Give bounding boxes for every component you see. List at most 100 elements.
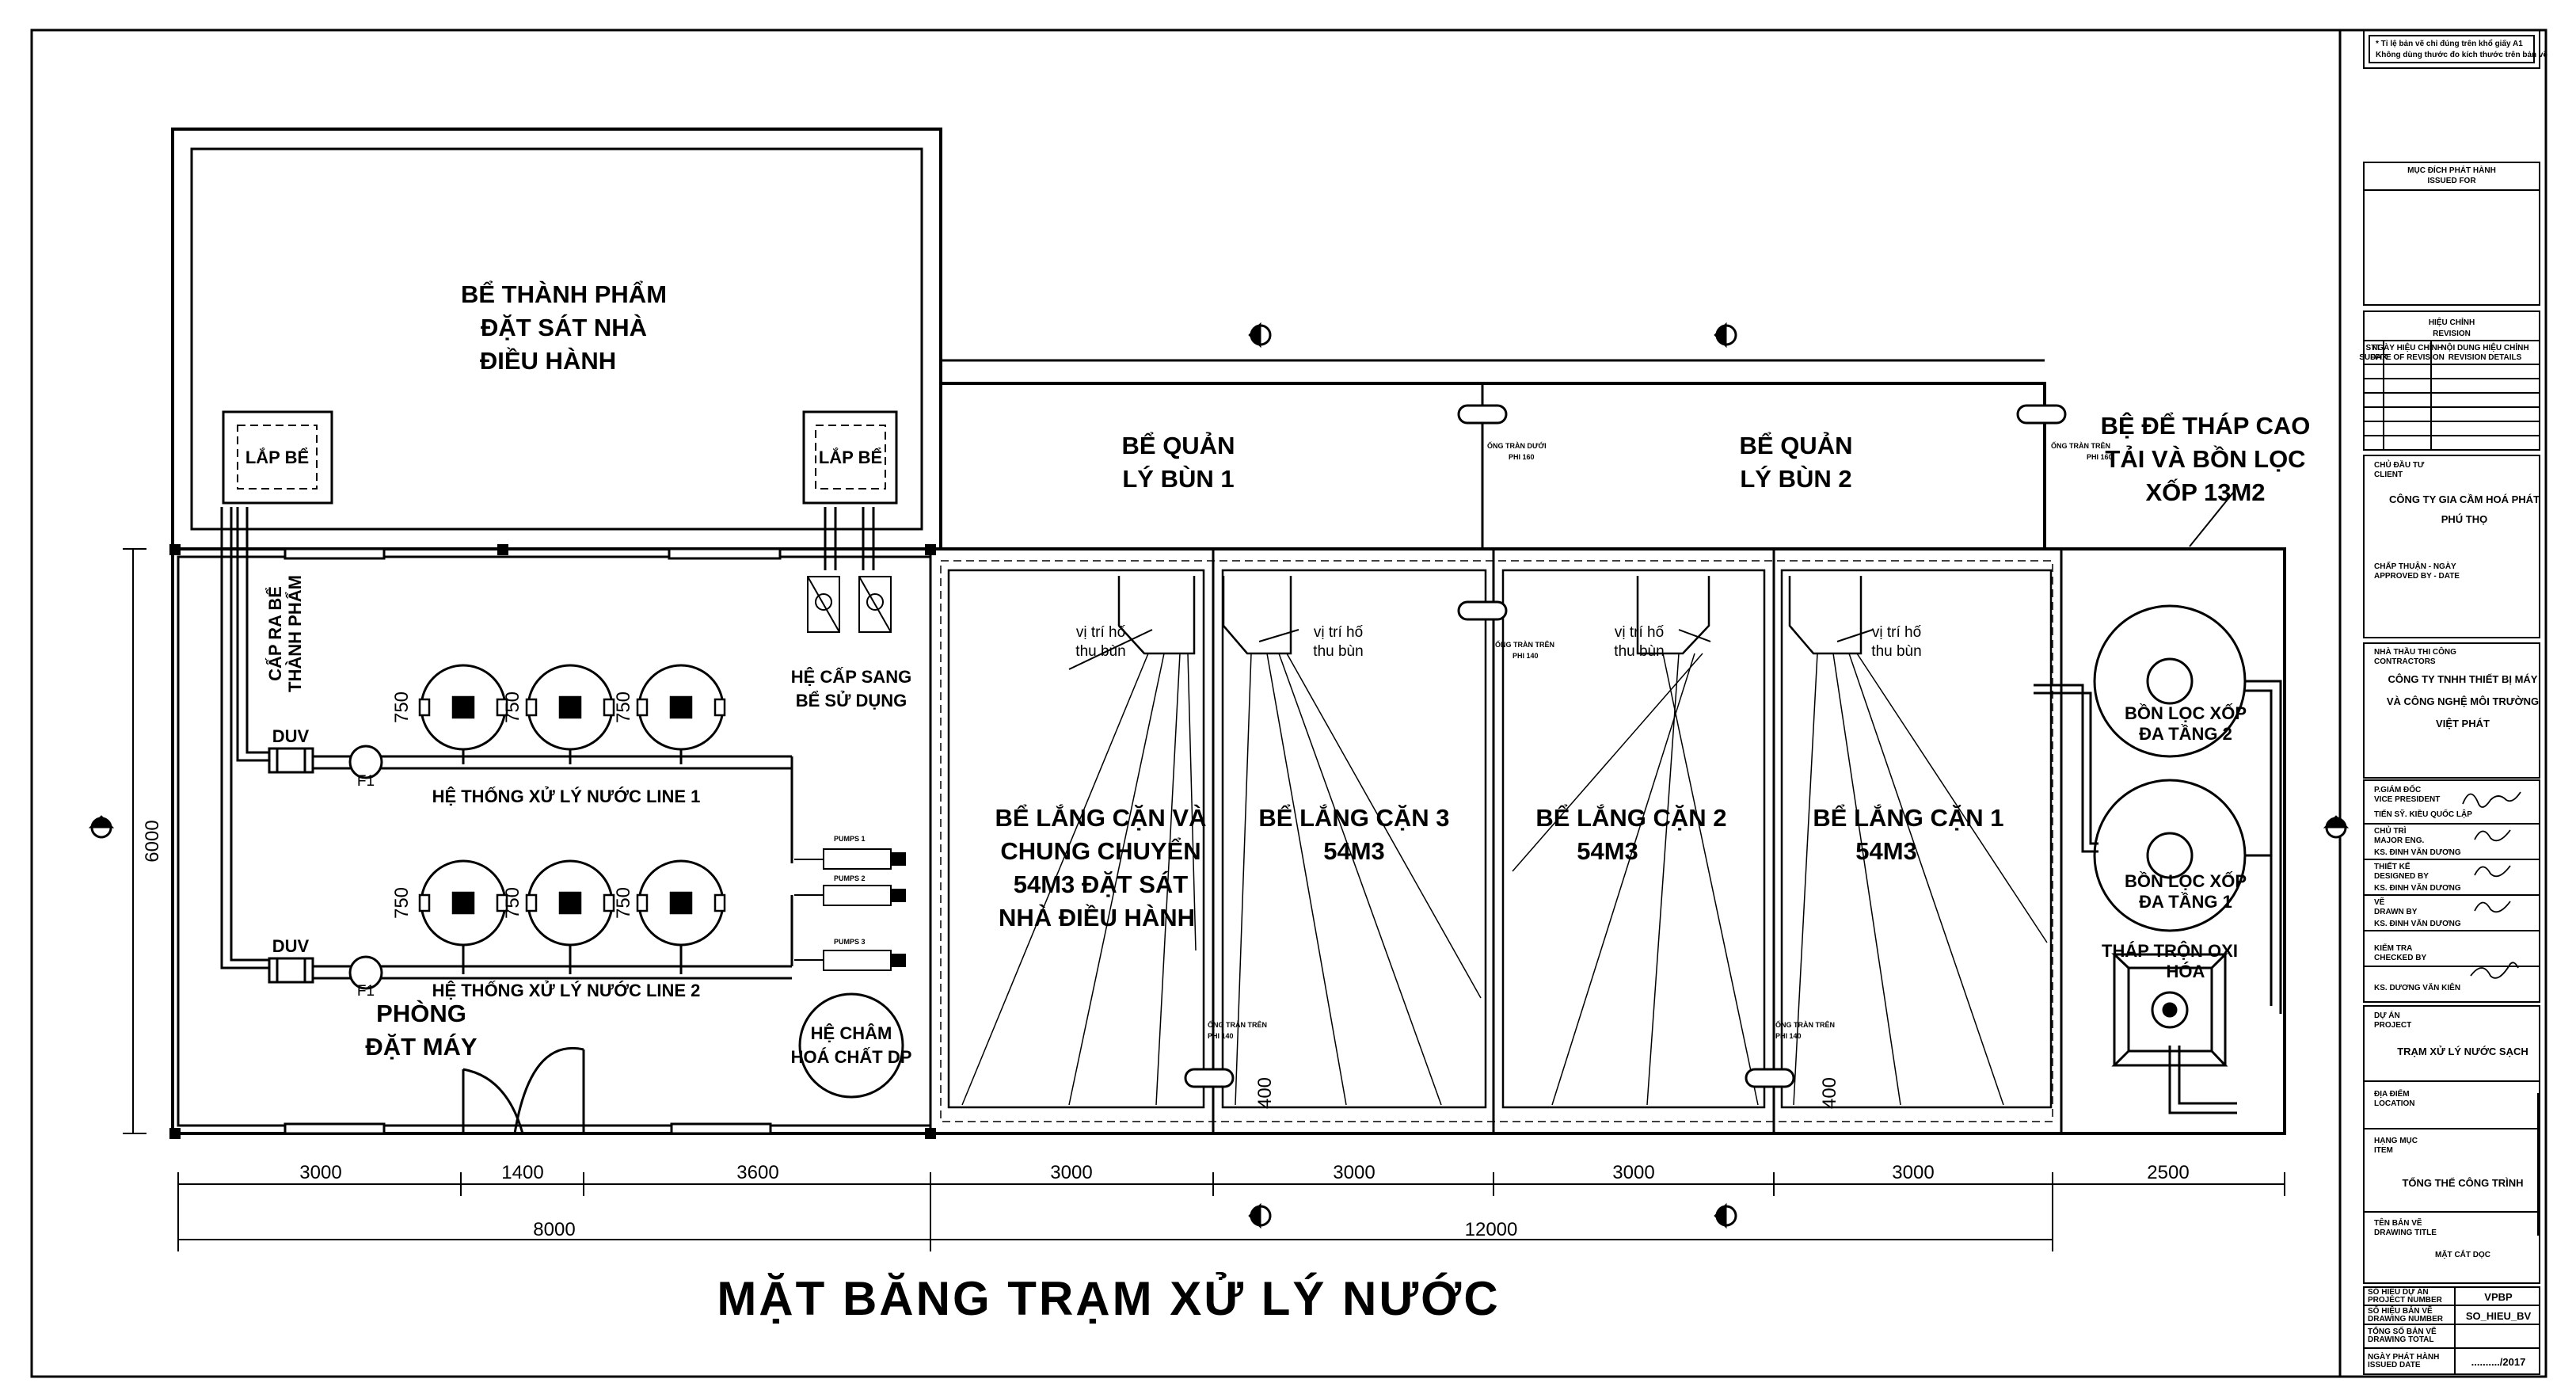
machine-room-label: PHÒNG ĐẶT MÁY xyxy=(365,999,478,1061)
tb-item-label-1: HẠNG MỤC xyxy=(2374,1137,2418,1145)
tb-role-5-label-2: CHECKED BY xyxy=(2374,954,2426,962)
dim-12000: 12000 xyxy=(1465,1219,1518,1240)
tb-revision-1: HIỆU CHỈNH xyxy=(2429,317,2475,327)
f1-pumps xyxy=(348,745,383,990)
sludge-pit-1-line1: vị trí hố xyxy=(1076,624,1126,641)
tb-rev-col-en-1: SUFFIX xyxy=(2359,353,2388,362)
vessel-dim-1: 750 xyxy=(391,691,413,723)
tb-issued-date-label-1: NGÀY PHÁT HÀNH xyxy=(2368,1351,2439,1362)
tb-issued-date: ........../2017 xyxy=(2471,1356,2526,1368)
settling-tank-inner xyxy=(947,569,2053,1109)
settle-1-label: BỂ LẮNG CẶN 1 54M3 xyxy=(1813,803,2003,865)
tb-project: TRẠM XỬ LÝ NƯỚC SẠCH xyxy=(2397,1046,2528,1057)
chem-dosing-label: HỆ CHÂM HOÁ CHẤT DP xyxy=(791,1023,912,1067)
supply-system-line1: HỆ CẤP SANG xyxy=(791,667,911,687)
bottom-dims: 3000 1400 3600 3000 3000 3000 3000 2500 … xyxy=(299,1162,2189,1240)
vessel-dim-3: 750 xyxy=(613,691,634,723)
settle-3-label: BỂ LẮNG CẶN 3 54M3 xyxy=(1258,803,1449,865)
dim-3600: 3600 xyxy=(736,1162,778,1183)
pump-2-label: PUMPS 2 xyxy=(834,874,866,882)
lid-label-right: LẮP BỂ xyxy=(819,448,882,467)
vessel-dim-labels: 750 750 750 750 750 750 6000 400 400 xyxy=(142,691,1840,1109)
signatures xyxy=(2462,791,2521,979)
tb-role-2-label-1: CHỦ TRÌ xyxy=(2374,825,2407,836)
vessel-dim-2: 750 xyxy=(502,691,523,723)
door xyxy=(462,1046,585,1134)
tb-item-label-2: ITEM xyxy=(2374,1146,2393,1155)
tb-drawing-title-label-2: DRAWING TITLE xyxy=(2374,1228,2437,1237)
tb-role-2-label-2: MAJOR ENG. xyxy=(2374,836,2425,845)
sludge-pit-labels: vị trí hố thu bùn vị trí hố thu bùn vị t… xyxy=(1075,624,1921,660)
dim-2500: 2500 xyxy=(2147,1162,2189,1183)
duv-label-line1: DUV xyxy=(272,726,310,746)
wall-openings xyxy=(283,547,782,1135)
filter-1-line2: ĐA TẦNG 1 xyxy=(2139,892,2232,912)
supply-pipe-line2: THÀNH PHẨM xyxy=(285,575,305,692)
pipe-note-labels: ỐNG TRÀN DƯỚI PHI 160 ỐNG TRÀN TRÊN PHI … xyxy=(1208,441,2113,1040)
tb-role-3-label-2: DESIGNED BY xyxy=(2374,872,2429,881)
filter-1-line1: BỒN LỌC XỐP xyxy=(2125,870,2247,891)
sludge-tank-2-label: BỂ QUẢN LÝ BÙN 2 xyxy=(1740,432,1853,493)
tb-role-1-label-2: VICE PRESIDENT xyxy=(2374,795,2440,804)
oxi-mixing-tower xyxy=(2111,953,2228,1067)
settle-2-line1: BỂ LẮNG CẶN 2 xyxy=(1535,803,1726,832)
vessel-dim-4: 750 xyxy=(391,887,413,919)
chem-dosing-line2: HOÁ CHẤT DP xyxy=(791,1047,912,1067)
tb-role-4-label-2: DRAWN BY xyxy=(2374,908,2418,916)
title-block-frame xyxy=(2363,29,2540,1375)
supply-system-label: HỆ CẤP SANG BỂ SỬ DỤNG xyxy=(791,667,911,710)
sludge-1-line1: BỂ QUẢN xyxy=(1122,432,1235,459)
pipe-note-4-line2: PHI 140 xyxy=(1208,1032,1234,1040)
f1-label-line1: F1 xyxy=(357,773,375,790)
tb-contractor-1: CÔNG TY TNHH THIẾT BỊ MÁY xyxy=(2388,673,2538,685)
sludge-pit-2-line2: thu bùn xyxy=(1313,643,1363,660)
pump-labels: PUMPS 1 PUMPS 2 PUMPS 3 xyxy=(834,835,866,946)
product-tank-line1: BỂ THÀNH PHẨM xyxy=(461,280,667,308)
tb-approved-1: CHẤP THUẬN - NGÀY xyxy=(2374,561,2456,571)
tb-contractor-3: VIỆT PHÁT xyxy=(2436,718,2490,729)
vessel-dim-6: 750 xyxy=(613,887,634,919)
settle-transfer-label: BỂ LẮNG CẶN VÀ CHUNG CHUYỂN 54M3 ĐẶT SÁT… xyxy=(995,803,1207,931)
dim-1400: 1400 xyxy=(501,1162,543,1183)
dim-3000-c: 3000 xyxy=(1333,1162,1375,1183)
lid-boxes xyxy=(222,410,898,505)
tb-contractor-2: VÀ CÔNG NGHỆ MÔI TRƯỜNG xyxy=(2387,695,2539,707)
duv-unit-line2 xyxy=(268,957,314,984)
tb-role-5-label-1: KIỂM TRA xyxy=(2374,943,2412,953)
pump-3-label: PUMPS 3 xyxy=(834,938,866,946)
dim-3000-a: 3000 xyxy=(299,1162,341,1183)
filter-2-line2: ĐA TẦNG 2 xyxy=(2139,724,2232,744)
pipe-note-5-line2: PHI 140 xyxy=(1775,1032,1802,1040)
settle-transfer-line1: BỂ LẮNG CẶN VÀ xyxy=(995,803,1207,832)
tb-drawing-title-label-1: TÊN BẢN VẼ xyxy=(2374,1217,2422,1228)
tb-issued-for-1: MỤC ĐÍCH PHÁT HÀNH xyxy=(2407,165,2496,175)
pipe-note-5-line1: ỐNG TRÀN TRÊN xyxy=(1775,1020,1835,1029)
settle-transfer-line4: NHÀ ĐIỀU HÀNH xyxy=(999,904,1195,931)
settle-2-label: BỂ LẮNG CẶN 2 54M3 xyxy=(1535,803,1726,865)
tower-base-line2: TẢI VÀ BỒN LỌC xyxy=(2105,444,2305,473)
vessel-legs xyxy=(462,749,683,974)
settle-1-line2: 54M3 xyxy=(1855,837,1917,865)
product-tank-line2: ĐẶT SÁT NHÀ xyxy=(481,314,647,341)
tb-drawing-number: SO_HIEU_BV xyxy=(2466,1310,2532,1322)
tb-drawing-total-label-2: DRAWING TOTAL xyxy=(2368,1335,2434,1344)
tb-role-4-label-1: VẼ xyxy=(2374,897,2385,907)
pipe-note-2-line2: PHI 160 xyxy=(2087,453,2113,461)
drawing-title: MẶT BĂNG TRẠM XỬ LÝ NƯỚC xyxy=(717,1272,1500,1325)
supply-pumps xyxy=(807,576,892,633)
tb-client-label-2: CLIENT xyxy=(2374,470,2403,479)
pipe-note-1-line1: ỐNG TRÀN DƯỚI xyxy=(1487,441,1547,450)
dosing-pumps xyxy=(794,848,906,971)
tower-base-label: BỆ ĐỂ THÁP CAO TẢI VÀ BỒN LỌC XỐP 13M2 xyxy=(2101,411,2311,506)
title-block-text: * Tỉ lệ bản vẽ chỉ đúng trên khổ giấy A1… xyxy=(2359,39,2547,1369)
settle-2-line2: 54M3 xyxy=(1577,837,1638,865)
sludge-1-line2: LÝ BÙN 1 xyxy=(1122,464,1234,493)
sludge-pit-4-line2: thu bùn xyxy=(1871,643,1921,660)
tb-project-label-1: DỰ ÁN xyxy=(2374,1010,2400,1020)
tb-rev-col-en-3: REVISION DETAILS xyxy=(2449,353,2522,362)
vessel-nozzles xyxy=(418,695,726,915)
tower-base-line3: XỐP 13M2 xyxy=(2145,478,2265,506)
tb-location-label-1: ĐỊA ĐIỂM xyxy=(2374,1088,2410,1099)
tb-role-4-name: KS. ĐINH VĂN DƯƠNG xyxy=(2374,918,2461,928)
tb-issued-for-2: ISSUED FOR xyxy=(2427,177,2476,185)
